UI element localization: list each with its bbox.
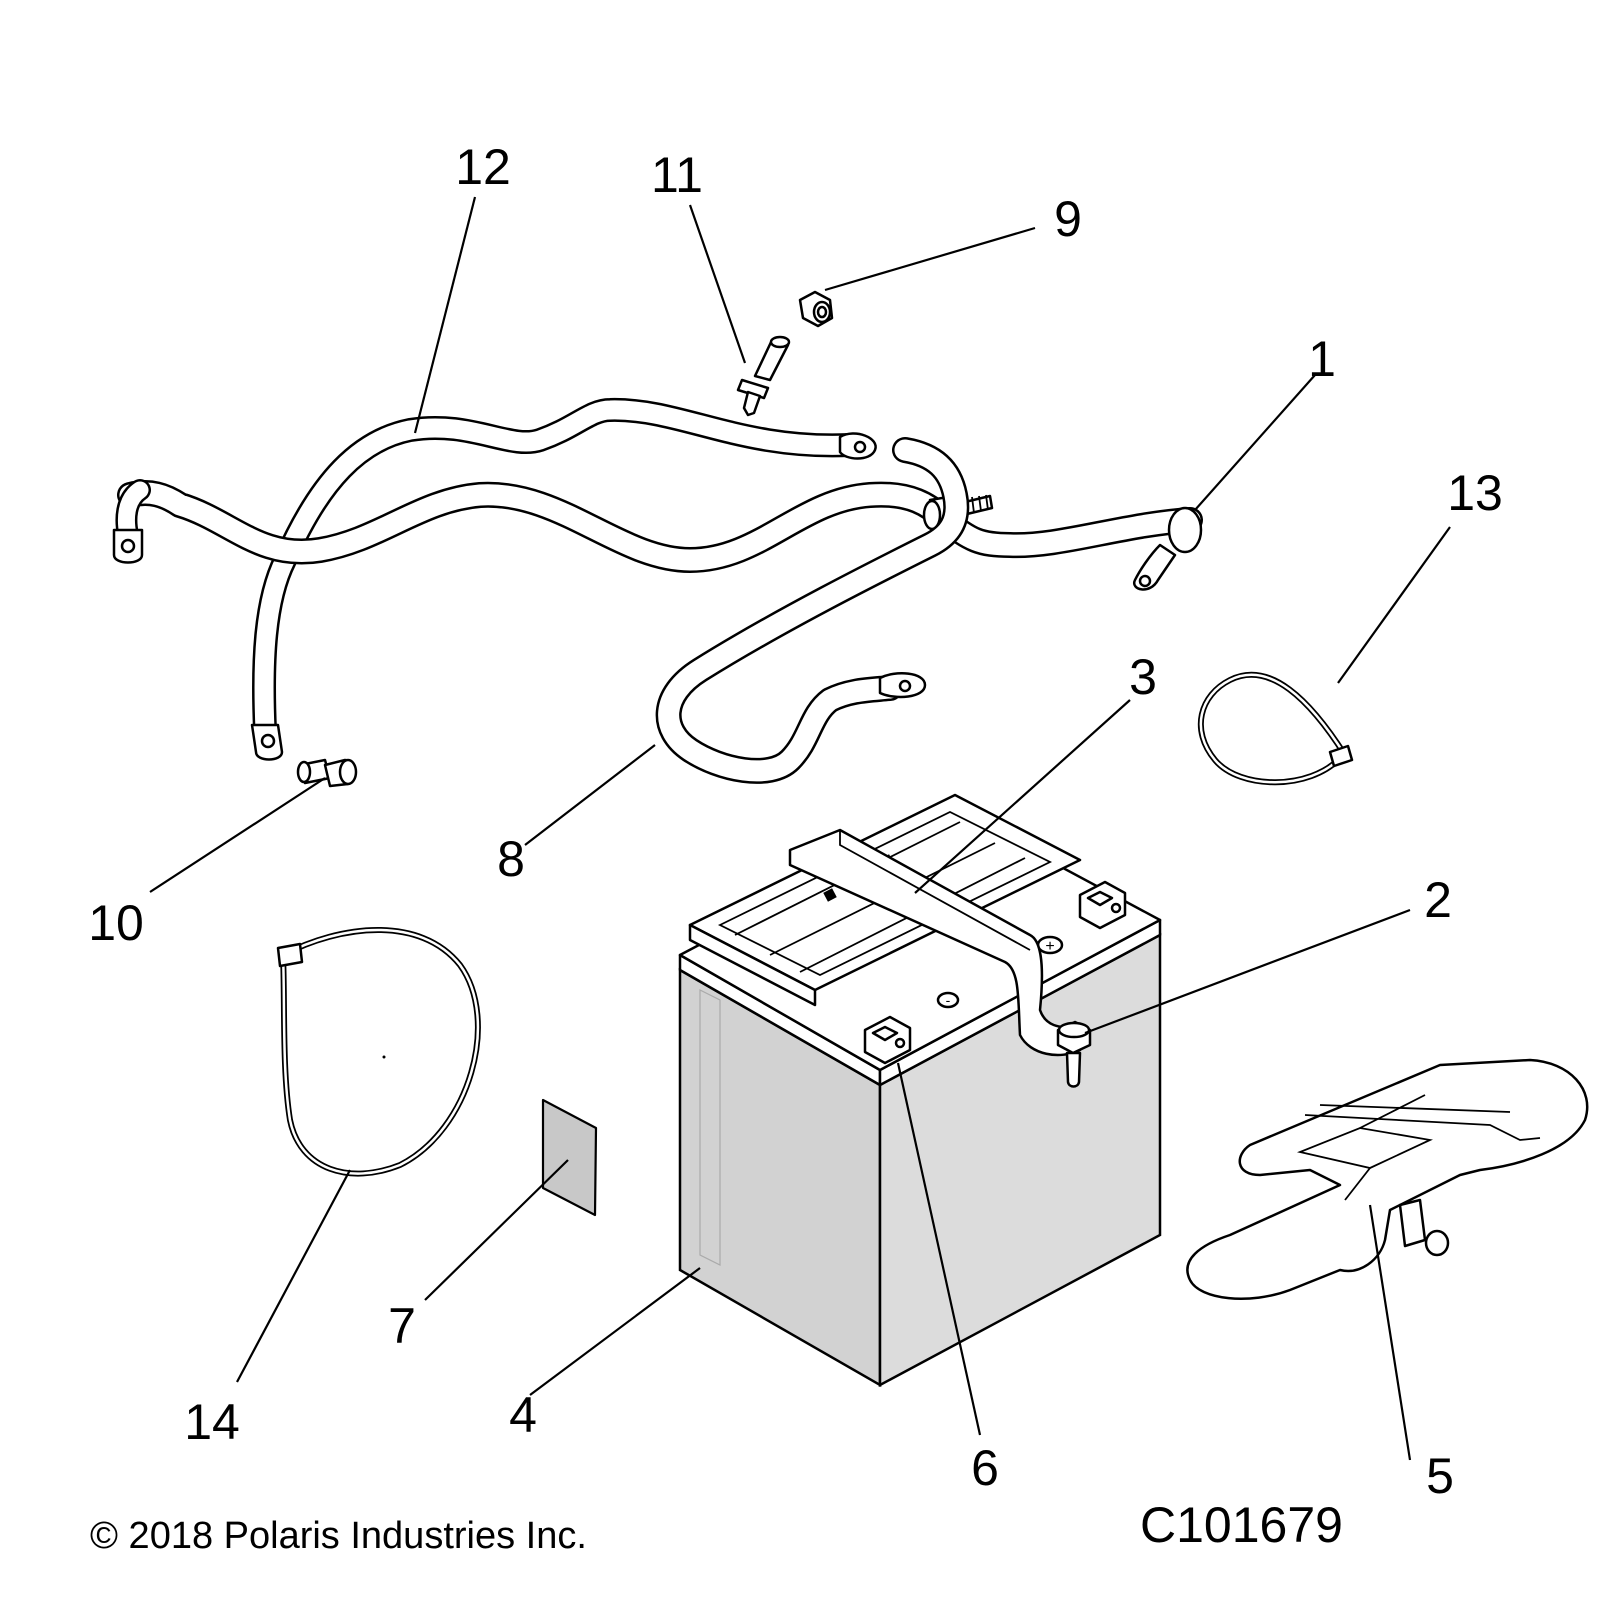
part-9-nut — [798, 290, 834, 328]
callout-13: 13 — [1447, 465, 1503, 521]
part-2-bolt — [1056, 1020, 1092, 1088]
part-13-cable-tie — [1197, 671, 1354, 786]
callout-14: 14 — [184, 1394, 240, 1450]
callout-10: 10 — [88, 895, 144, 951]
callout-4: 4 — [509, 1387, 537, 1443]
callout-5: 5 — [1426, 1448, 1454, 1504]
callout-labels: 1 2 3 4 5 6 7 8 9 10 11 12 13 14 — [88, 139, 1503, 1504]
negative-terminal-symbol: - — [946, 992, 951, 1008]
callout-11: 11 — [651, 147, 703, 203]
part-14-cable-tie — [276, 927, 481, 1177]
part-5-battery-tray — [1186, 1058, 1589, 1300]
callout-1: 1 — [1308, 331, 1336, 387]
positive-terminal-symbol: + — [1045, 938, 1054, 955]
copyright-notice: © 2018 Polaris Industries Inc. — [90, 1515, 587, 1557]
callout-9: 9 — [1054, 191, 1082, 247]
callout-8: 8 — [497, 831, 525, 887]
callout-2: 2 — [1424, 872, 1452, 928]
part-8-cable — [655, 437, 970, 784]
part-11-push-rivet — [736, 335, 791, 417]
part-1-cable — [112, 479, 1203, 591]
callout-12: 12 — [455, 139, 511, 195]
part-12-cable — [250, 397, 877, 761]
part-7-pad — [541, 1098, 598, 1217]
callout-6: 6 — [971, 1440, 999, 1496]
part-10-bolt — [296, 758, 358, 788]
leader-lines — [149, 196, 1451, 1461]
callout-3: 3 — [1129, 649, 1157, 705]
figure-id: C101679 — [1140, 1497, 1343, 1553]
callout-7: 7 — [388, 1298, 416, 1354]
